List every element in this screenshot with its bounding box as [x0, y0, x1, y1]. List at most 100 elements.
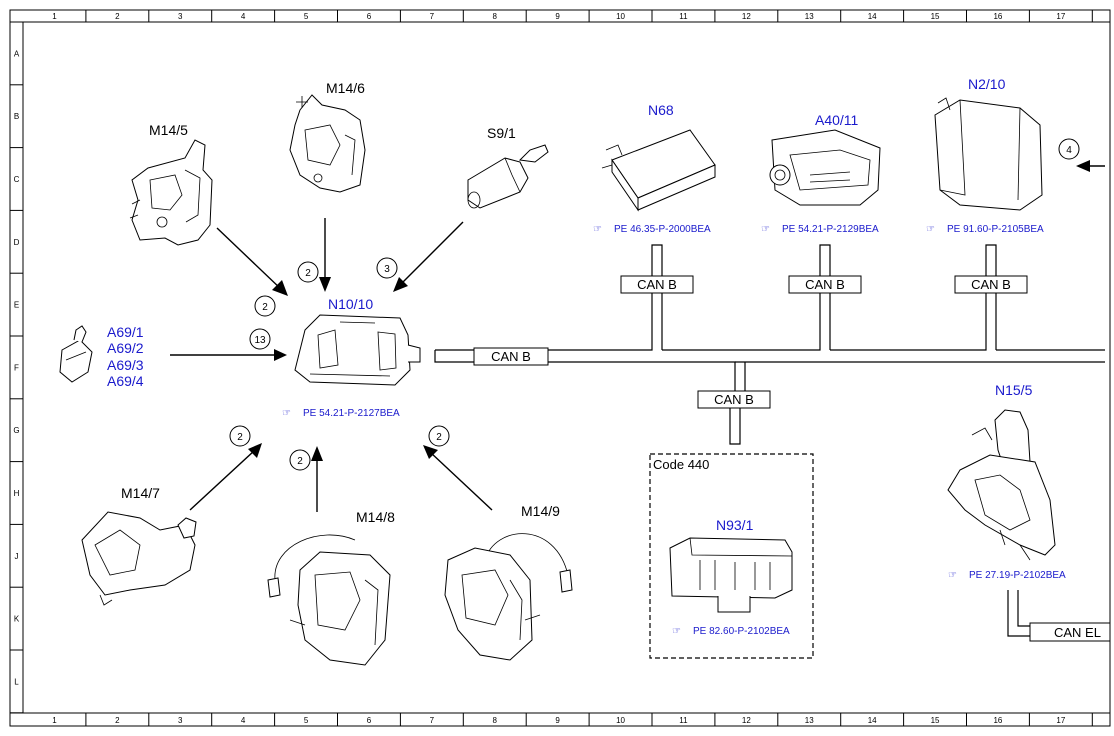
ruler-column-number: 13 — [805, 716, 814, 725]
ruler-column-number: 14 — [868, 716, 877, 725]
a69-tire-sensor: A69/1 A69/2 A69/3 A69/4 — [59, 324, 144, 389]
ruler-row-letter: L — [14, 677, 19, 686]
m14-7-door-lock: M14/7 — [81, 485, 197, 606]
callout-a69: 13 — [249, 328, 271, 350]
m14-5-door-lock: M14/5 — [129, 122, 213, 246]
ruler-row-letter: B — [14, 112, 19, 121]
n68-ref-icon: ☞ — [593, 224, 602, 235]
n10-10-central-module: N10/10 ☞ PE 54.21-P-2127BEA — [282, 296, 421, 419]
can-b-n93-label: CAN B — [697, 390, 771, 409]
n2-10-label: N2/10 — [968, 76, 1006, 92]
callout-offpage-text: 4 — [1066, 145, 1072, 156]
callout-m14-9: 2 — [428, 425, 450, 447]
can-b-n68-text: CAN B — [637, 277, 677, 292]
ruler-column-number: 13 — [805, 12, 814, 21]
can-b-n93-text: CAN B — [714, 392, 754, 407]
n15-5-ref-icon: ☞ — [948, 570, 957, 581]
border-frame — [9, 9, 1111, 727]
can-b-n2-label: CAN B — [954, 275, 1028, 294]
callout-m14-5: 2 — [254, 295, 276, 317]
ruler-column-number: 12 — [742, 12, 751, 21]
ruler-column-number: 2 — [115, 716, 120, 725]
m14-6-door-lock: M14/6 — [289, 80, 366, 193]
n15-5-selector-lever: N15/5 ☞ PE 27.19-P-2102BEA — [947, 382, 1066, 581]
m14-9-door-lock: M14/9 — [444, 503, 573, 661]
a69-2-label: A69/2 — [107, 340, 144, 356]
ruler-column-number: 14 — [868, 12, 877, 21]
ruler-row-letter: H — [14, 489, 20, 498]
m14-5-label: M14/5 — [149, 122, 188, 138]
ruler-column-number: 9 — [555, 716, 560, 725]
n68-control-unit: N68 ☞ PE 46.35-P-2000BEA — [593, 102, 716, 235]
ruler-column-number: 7 — [430, 716, 435, 725]
a40-11-ref-icon: ☞ — [761, 224, 770, 235]
ruler-row-letter: C — [14, 175, 20, 184]
can-el-text: CAN EL — [1054, 625, 1101, 640]
can-b-n2-text: CAN B — [971, 277, 1011, 292]
ruler-column-number: 3 — [178, 716, 183, 725]
ruler-column-number: 8 — [493, 716, 498, 725]
n93-1-ref: PE 82.60-P-2102BEA — [693, 626, 790, 637]
ruler-column-number: 3 — [178, 12, 183, 21]
a40-11-camera-unit: A40/11 ☞ PE 54.21-P-2129BEA — [761, 112, 881, 235]
ruler-column-number: 16 — [993, 12, 1002, 21]
can-b-a40-text: CAN B — [805, 277, 845, 292]
ruler-column-number: 7 — [430, 12, 435, 21]
ruler-column-number: 5 — [304, 716, 309, 725]
code-440-box: Code 440 — [649, 453, 814, 659]
a40-11-label: A40/11 — [815, 112, 859, 128]
ruler-column-number: 11 — [679, 716, 688, 725]
m14-8-label: M14/8 — [356, 509, 395, 525]
n10-10-ref-icon: ☞ — [282, 408, 291, 419]
n93-1-module: N93/1 ☞ PE 82.60-P-2102BEA — [669, 517, 793, 637]
a69-3-label: A69/3 — [107, 357, 144, 373]
ruler-column-number: 6 — [367, 12, 372, 21]
ruler-column-number: 4 — [241, 716, 246, 725]
ruler-column-number: 1 — [52, 12, 57, 21]
code-440-label: Code 440 — [653, 457, 709, 472]
callout-m14-7: 2 — [229, 425, 251, 447]
ruler-column-number: 4 — [241, 12, 246, 21]
ruler-column-number: 17 — [1056, 716, 1065, 725]
ruler-column-number: 10 — [616, 716, 625, 725]
ruler-column-number: 5 — [304, 12, 309, 21]
ruler-column-number: 9 — [555, 12, 560, 21]
n10-10-label: N10/10 — [328, 296, 373, 312]
callout-m14-6-text: 2 — [305, 268, 311, 279]
m14-9-label: M14/9 — [521, 503, 560, 519]
ruler-row-letter: J — [15, 552, 19, 561]
s9-1-label: S9/1 — [487, 125, 516, 141]
a69-4-label: A69/4 — [107, 373, 144, 389]
ruler-row-letter: D — [14, 238, 20, 247]
ruler-column-number: 6 — [367, 716, 372, 725]
ruler-row-letter: A — [14, 49, 20, 58]
callout-m14-7-text: 2 — [237, 432, 243, 443]
can-b-main-label: CAN B — [473, 347, 549, 366]
ruler-column-number: 15 — [931, 12, 940, 21]
ruler-column-number: 15 — [931, 716, 940, 725]
n15-5-ref: PE 27.19-P-2102BEA — [969, 570, 1066, 581]
callout-s9-1: 3 — [376, 257, 398, 279]
ruler-row-letter: G — [13, 426, 19, 435]
callout-s9-1-text: 3 — [384, 264, 390, 275]
a69-1-label: A69/1 — [107, 324, 144, 340]
ruler-row-letter: E — [14, 301, 19, 310]
ruler-column-number: 2 — [115, 12, 120, 21]
m14-8-door-lock: M14/8 — [267, 509, 395, 666]
n93-1-ref-icon: ☞ — [672, 626, 681, 637]
left-ruler: A B C D E F G H J K L — [10, 49, 23, 714]
callout-m14-5-text: 2 — [262, 302, 268, 313]
n2-10-ref-icon: ☞ — [926, 224, 935, 235]
can-b-a40-label: CAN B — [788, 275, 862, 294]
callout-m14-8: 2 — [289, 449, 311, 471]
ruler-row-letter: F — [14, 363, 19, 372]
m14-6-label: M14/6 — [326, 80, 365, 96]
ruler-column-number: 10 — [616, 12, 625, 21]
n68-ref: PE 46.35-P-2000BEA — [614, 224, 711, 235]
ruler-column-number: 12 — [742, 716, 751, 725]
n93-1-label: N93/1 — [716, 517, 754, 533]
n10-10-ref: PE 54.21-P-2127BEA — [303, 408, 400, 419]
ruler-row-letter: K — [14, 615, 20, 624]
